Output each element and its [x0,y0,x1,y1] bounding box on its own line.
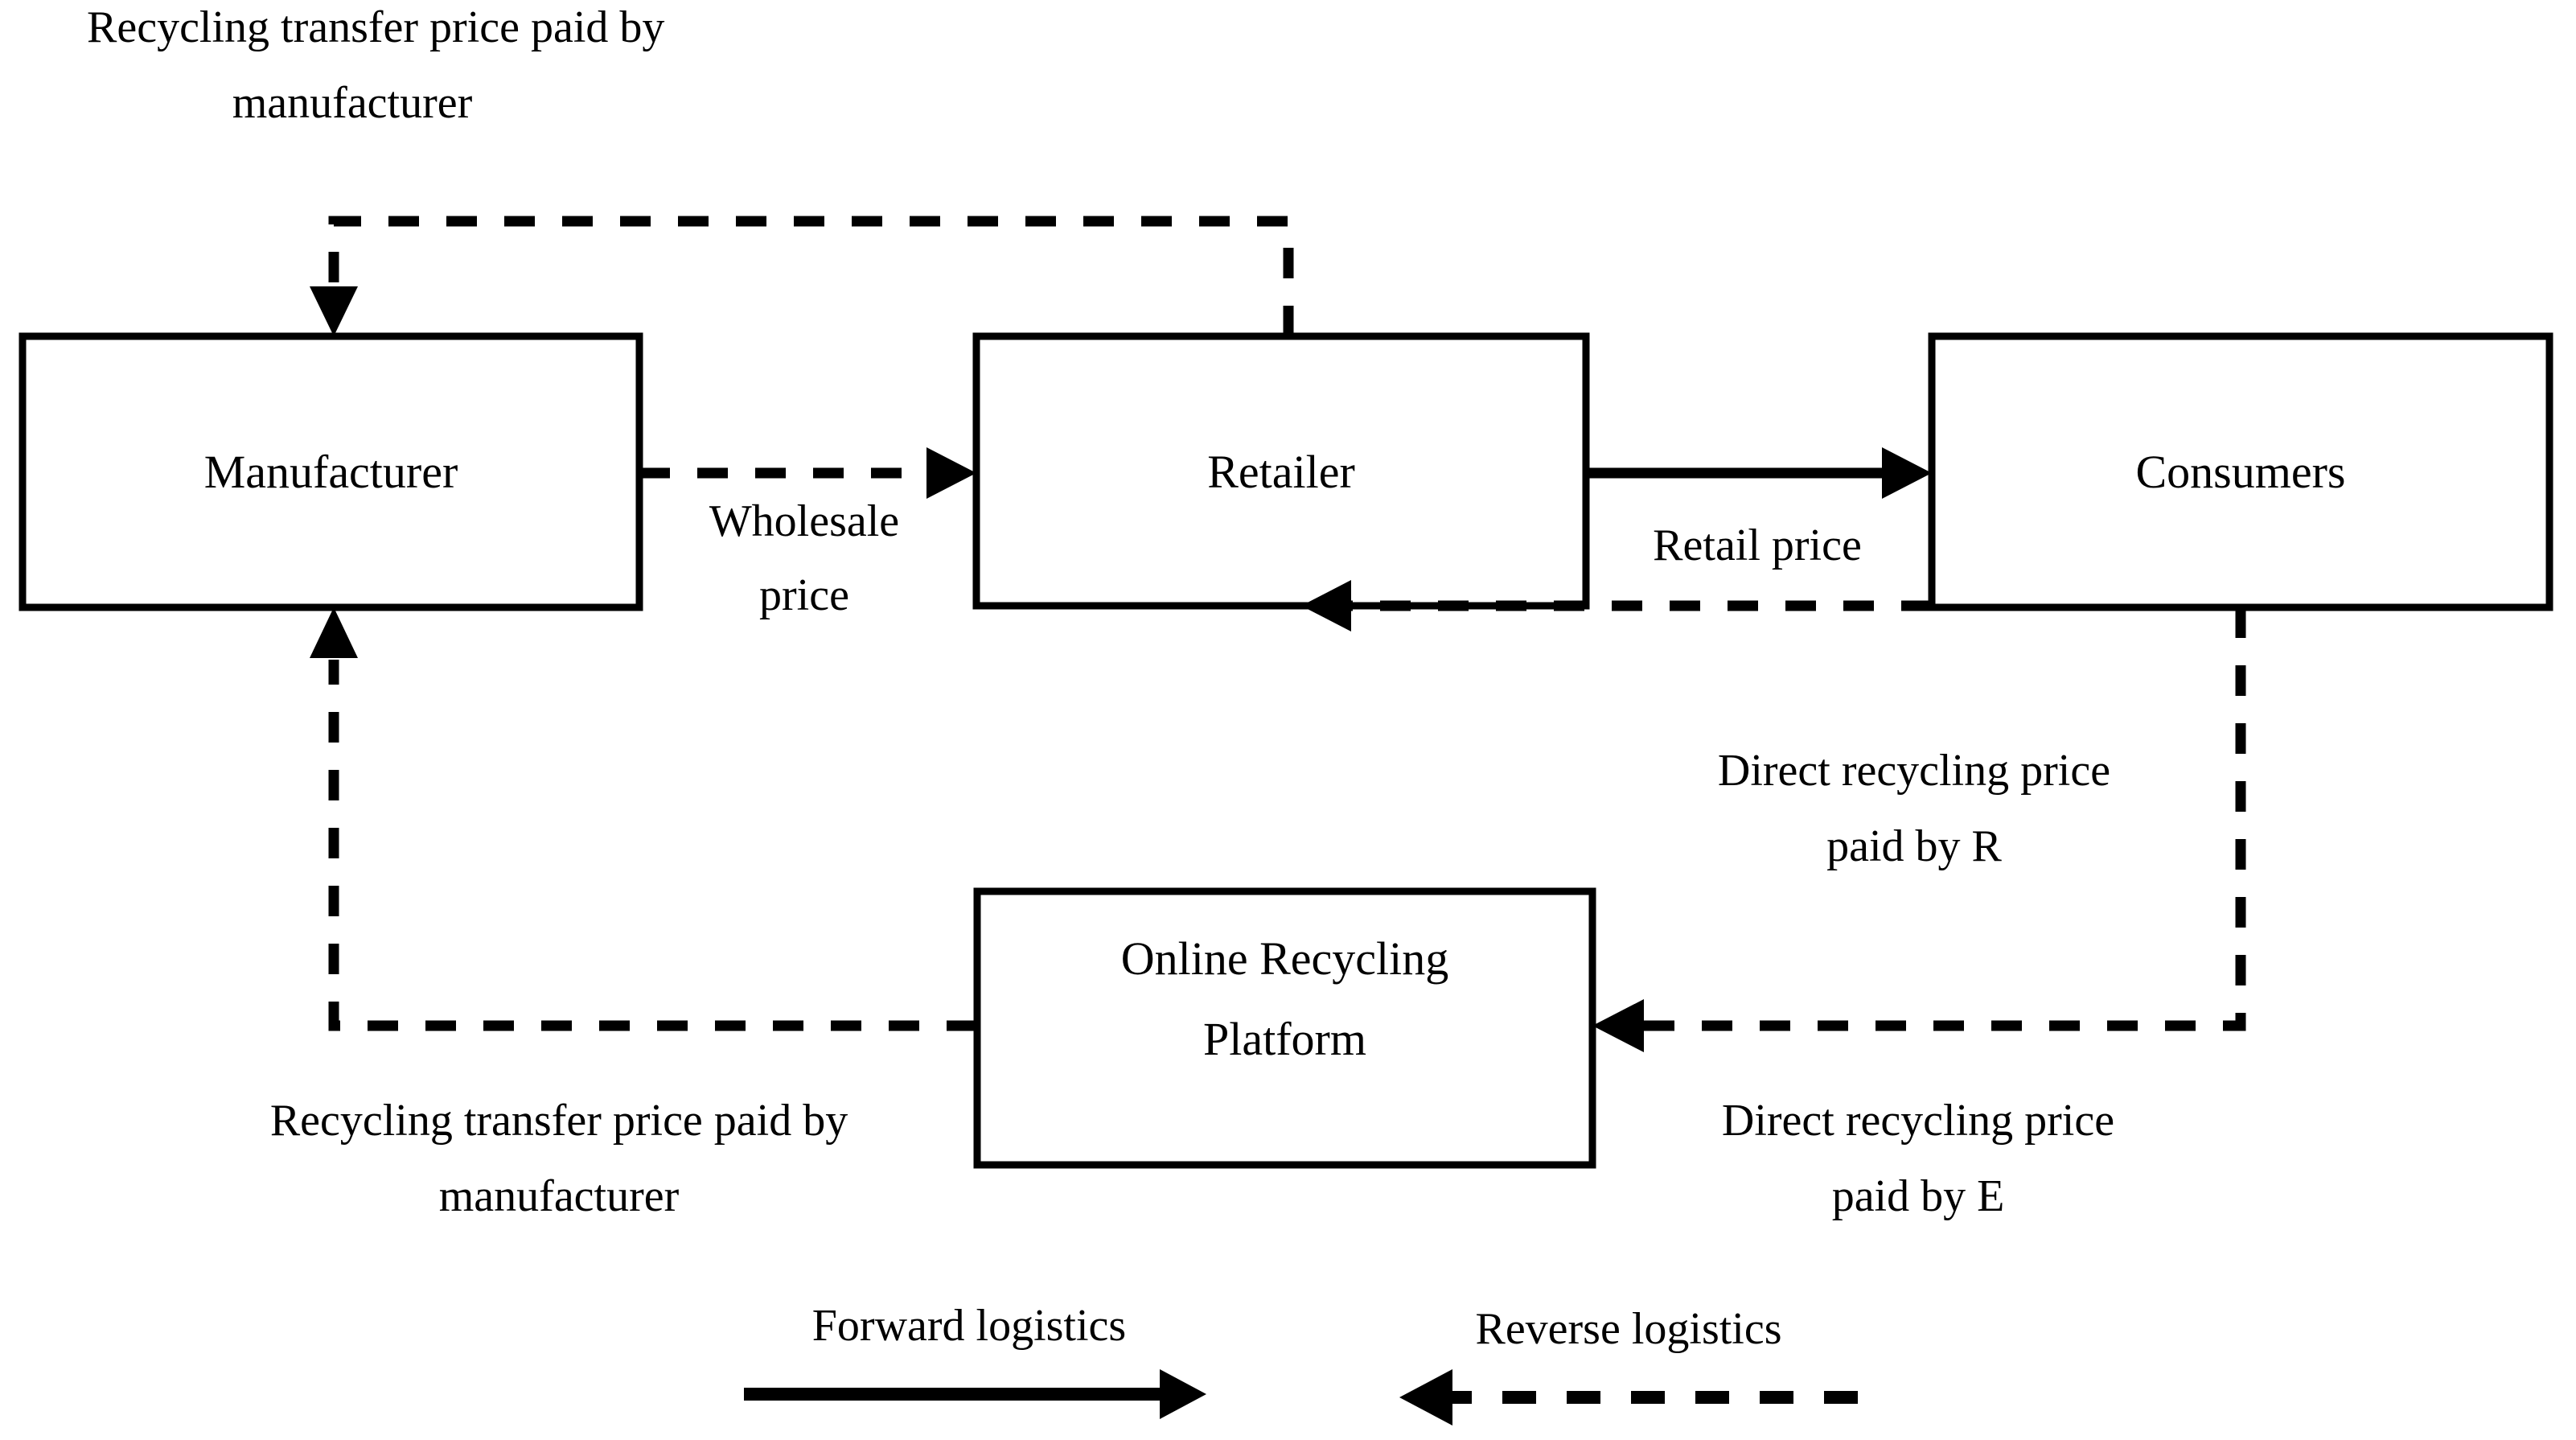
node-label-online-recycling-platform: Online Recycling Platform [977,932,1592,1068]
node-box-consumers[interactable] [1928,332,2553,611]
legend-reverse-arrow-icon [1399,1369,1858,1426]
node-box-online-recycling-platform[interactable] [973,887,1596,1169]
edge-label-direct-e-line-1: Direct recycling price [1721,1096,2115,1146]
arrowhead-left-into-platform [1592,999,1644,1052]
arrowhead-right-into-retailer [926,447,976,499]
edge-label-direct-r-line-1: Direct recycling price [1717,746,2111,796]
edge-label-direct-e-line-2: paid by E [1831,1171,2005,1221]
node-label-platform-line-1: Online Recycling [1120,932,1449,985]
edge-retail-price [1586,447,1932,499]
edge-label-retail-price: Retail price [1653,520,1862,570]
edge-label-recycling-transfer-bottom-line-2: manufacturer [438,1171,680,1221]
edge-label-recycling-transfer-bottom: Recycling transfer price paid by manufac… [157,1098,961,1219]
node-box-manufacturer[interactable] [18,332,643,611]
arrowhead-right-into-consumers [1882,447,1932,499]
edge-label-direct-recycling-price-paid-by-e: Direct recycling price paid by E [1641,1098,2196,1219]
edge-label-recycling-transfer-top-line-2: manufacturer [232,78,473,128]
edge-recycling-transfer-top [310,216,1294,336]
legend-forward-arrow-icon [744,1369,1206,1419]
legend-label-forward-logistics: Forward logistics [811,1301,1127,1351]
edge-label-direct-r-line-2: paid by R [1826,821,2002,871]
edge-label-recycling-transfer-bottom-line-1: Recycling transfer price paid by [269,1096,848,1146]
legend-label-reverse-logistics: Reverse logistics [1475,1304,1782,1354]
node-box-retailer[interactable] [972,332,1590,610]
node-label-retailer: Retailer [1207,446,1355,498]
edge-label-wholesale-price: Wholesale price [668,499,941,618]
edge-direct-recycling-price-paid-by-r [1301,580,1932,632]
edge-label-recycling-transfer-top: Recycling transfer price paid by manufac… [87,5,972,125]
arrowhead-up-into-manufacturer [310,607,358,658]
edge-recycling-transfer-bottom [310,607,977,1031]
edge-wholesale-price [639,447,976,499]
arrowhead-left-into-retailer [1301,580,1351,632]
arrowhead-down-into-manufacturer [310,286,358,336]
node-label-platform-line-2: Platform [1203,1013,1366,1066]
edge-label-recycling-transfer-top-line-1: Recycling transfer price paid by [87,2,665,52]
node-label-manufacturer: Manufacturer [203,446,458,498]
edge-label-direct-recycling-price-paid-by-r: Direct recycling price paid by R [1633,748,2196,869]
edge-label-wholesale-line-1: Wholesale [709,496,900,546]
edge-direct-recycling-price-paid-by-e [1592,607,2246,1052]
node-label-consumers: Consumers [2135,446,2346,498]
edge-label-wholesale-line-2: price [759,570,849,620]
